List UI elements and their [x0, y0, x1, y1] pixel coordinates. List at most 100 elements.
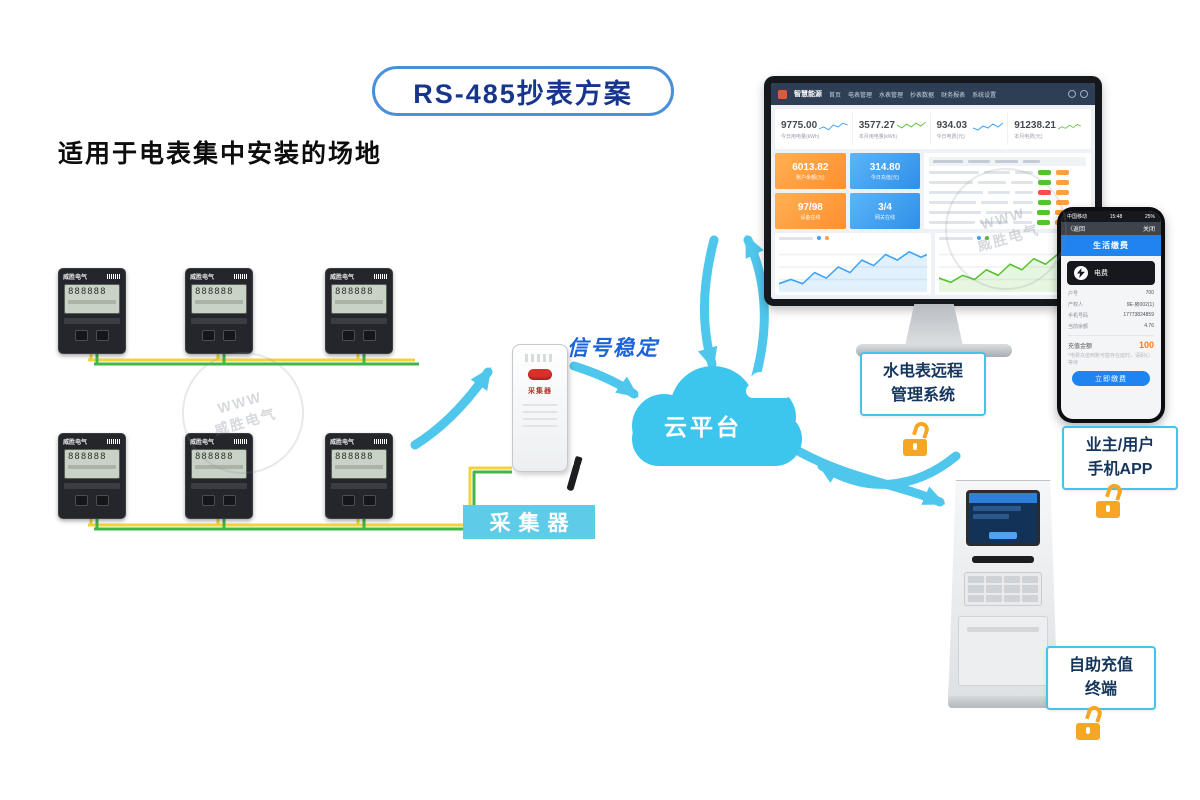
line-chart — [779, 250, 927, 292]
stat-label: 本月电费(元) — [1014, 133, 1043, 140]
green-wire — [94, 350, 512, 531]
status-badge — [1036, 219, 1050, 225]
bell-icon — [1080, 90, 1088, 98]
unlock-icon — [1096, 481, 1124, 518]
selfservice-kiosk — [948, 480, 1058, 708]
meter-display: 888888 — [195, 452, 234, 462]
user-icon — [1068, 90, 1076, 98]
electric-meter: 威胜电气 888888 — [325, 433, 393, 519]
stat-card: 3577.27 本月用电量(kWh) — [859, 113, 931, 145]
meter-display: 888888 — [335, 287, 374, 297]
stat-sparkline — [1057, 123, 1081, 129]
meter-button — [342, 330, 355, 341]
collector-led — [528, 369, 552, 380]
action-badge — [1056, 189, 1070, 195]
table-row — [929, 189, 1086, 196]
legend-dot — [825, 236, 829, 240]
bill-item-label: 电费 — [1094, 270, 1108, 277]
electric-meter: 威胜电气 888888 — [58, 433, 126, 519]
meter-lcd: 888888 — [331, 284, 387, 314]
stat-value: 9775.00 — [781, 120, 818, 131]
signal-stable-label: 信号稳定 — [567, 337, 659, 360]
arrow-cloud-to-monitor — [743, 234, 769, 381]
meter-button — [75, 330, 88, 341]
dashboard-stats-row: 9775.00 今日用电量(kWh) 3577.27 本月用电量(kWh) 93… — [775, 109, 1091, 149]
status-badge — [1038, 180, 1052, 186]
stat-card: 934.03 今日电费(元) — [937, 113, 1009, 145]
status-badge — [1038, 189, 1052, 195]
back-button: 〈返回 — [1067, 227, 1086, 233]
meter-brand-label: 威胜电气 — [63, 275, 88, 281]
close-button: 关闭 — [1142, 227, 1155, 233]
pay-button: 立即缴费 — [1072, 371, 1150, 386]
dashboard-nav-item: 首页 — [829, 92, 842, 99]
phone-banner: 生活缴费 — [1061, 235, 1161, 256]
meter-brand-label: 威胜电气 — [330, 275, 355, 281]
kiosk-screen-button — [989, 532, 1017, 539]
stat-sparkline — [973, 122, 1004, 131]
table-header — [929, 157, 1086, 166]
stat-sparkline — [896, 121, 926, 128]
stat-label: 今日用电量(kWh) — [781, 133, 820, 140]
meter-display: 888888 — [195, 287, 234, 297]
dashboard-nav-item: 抄表数据 — [910, 92, 935, 99]
stat-label: 今日电费(元) — [936, 133, 965, 140]
meter-lcd: 888888 — [191, 449, 247, 479]
meter-button — [223, 330, 236, 341]
electricity-icon — [1074, 266, 1088, 280]
electric-meter: 威胜电气 888888 — [185, 268, 253, 354]
kiosk-keypad — [964, 572, 1042, 606]
dashboard-nav-item: 水表管理 — [879, 92, 904, 99]
stat-value: 934.03 — [936, 120, 968, 131]
subtitle: 适用于电表集中安装的场地 — [58, 140, 383, 168]
meter-lcd: 888888 — [191, 284, 247, 314]
action-badge — [1056, 199, 1070, 205]
meter-button — [96, 495, 109, 506]
line-chart-panel — [775, 233, 931, 295]
meter-brand-label: 威胜电气 — [190, 440, 215, 446]
kiosk-screen — [966, 490, 1040, 546]
meter-label-strip — [191, 483, 247, 489]
unlock-icon — [1076, 703, 1104, 740]
action-badge — [1056, 180, 1070, 186]
callout-management-system: 水电表远程 管理系统 — [860, 352, 986, 416]
arrow-meters-to-collector — [410, 367, 493, 450]
meter-barcode — [107, 439, 121, 444]
arrow-monitor-to-cloud — [697, 235, 719, 370]
meter-lcd: 888888 — [331, 449, 387, 479]
meter-button — [202, 330, 215, 341]
kiosk-base — [949, 696, 1057, 708]
electric-meter: 威胜电气 888888 — [185, 433, 253, 519]
unlock-icon — [903, 419, 931, 456]
meter-label-strip — [331, 318, 387, 324]
meter-display: 888888 — [68, 452, 107, 462]
meter-button — [223, 495, 236, 506]
meter-brand-label: 威胜电气 — [190, 275, 215, 281]
bill-item-card: 电费 — [1067, 261, 1155, 285]
stat-value: 3577.27 — [858, 120, 895, 131]
status-badge — [1038, 199, 1052, 205]
legend-dot — [985, 236, 989, 240]
meter-button — [202, 495, 215, 506]
stat-value: 91238.21 — [1014, 120, 1056, 131]
meter-label-strip — [331, 483, 387, 489]
dashboard-navbar: 智慧能源 首页 电表管理 水表管理 抄表数据 财务报表 系统设置 — [771, 83, 1095, 105]
action-badge — [1056, 170, 1070, 176]
meter-brand-label: 威胜电气 — [330, 440, 355, 446]
meter-lcd: 888888 — [64, 449, 120, 479]
dashboard-nav-item: 电表管理 — [848, 92, 873, 99]
carrier-label: 中国移动 — [1067, 214, 1088, 220]
table-row — [929, 199, 1086, 205]
callout-recharge-terminal: 自助充值 终端 — [1046, 646, 1156, 710]
meter-button — [342, 495, 355, 506]
meter-barcode — [374, 439, 388, 444]
arrow-app-to-cloud — [816, 451, 961, 489]
dashboard-nav-item: 系统设置 — [972, 92, 997, 99]
